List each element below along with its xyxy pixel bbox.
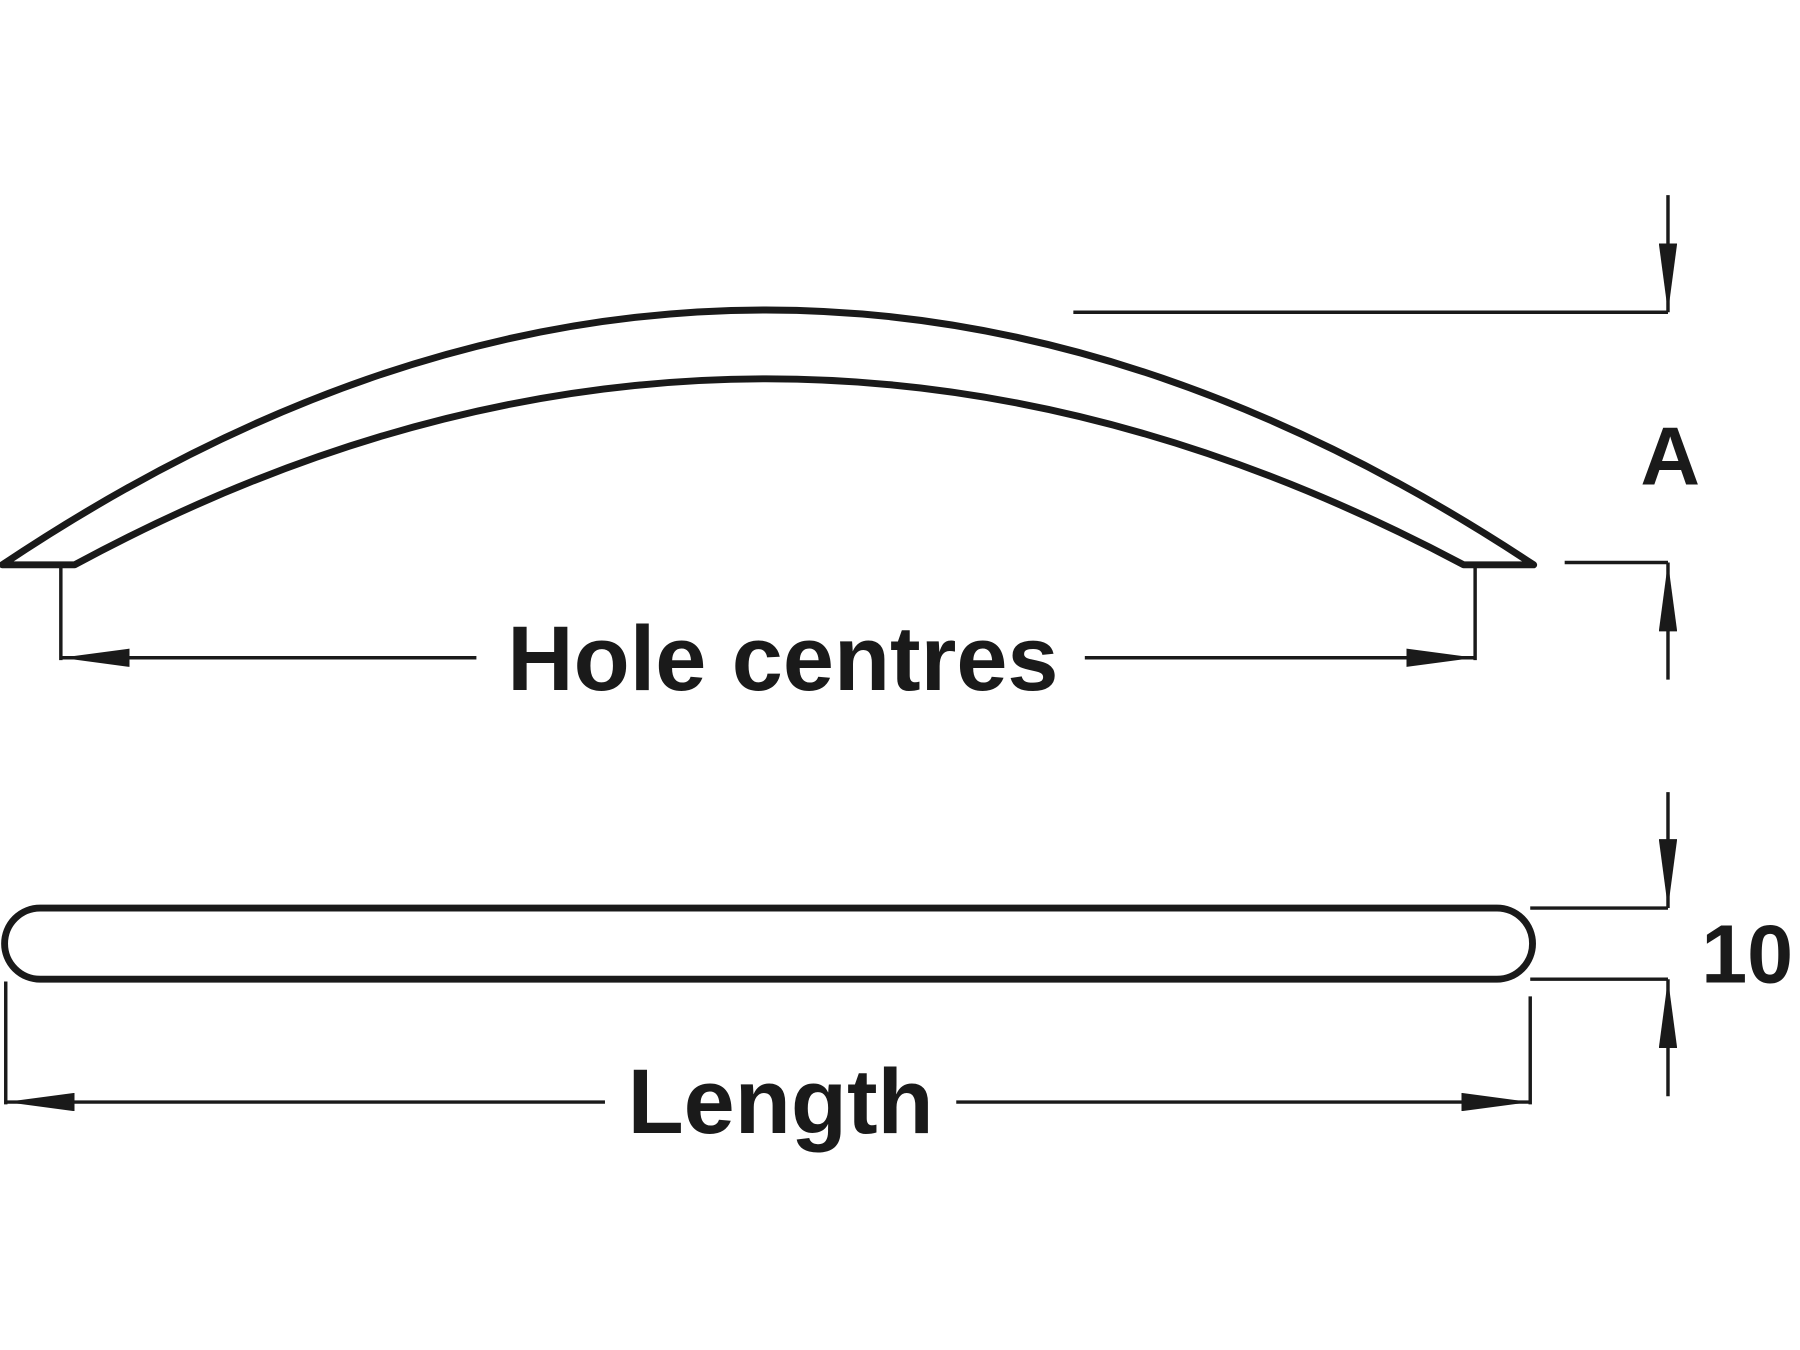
hole-centres-dimension: Hole centres — [59, 564, 1477, 710]
length-dimension: Length — [4, 981, 1532, 1153]
height-a-label: A — [1640, 409, 1700, 502]
thickness-dimension: 10 — [1530, 792, 1793, 1097]
handle-side-view — [0, 306, 1538, 569]
handle-top-view — [1, 904, 1536, 983]
hole-centres-label: Hole centres — [507, 608, 1058, 710]
thickness-label: 10 — [1701, 908, 1793, 1001]
length-label: Length — [628, 1051, 934, 1153]
height-a-dimension: A — [1073, 195, 1700, 680]
